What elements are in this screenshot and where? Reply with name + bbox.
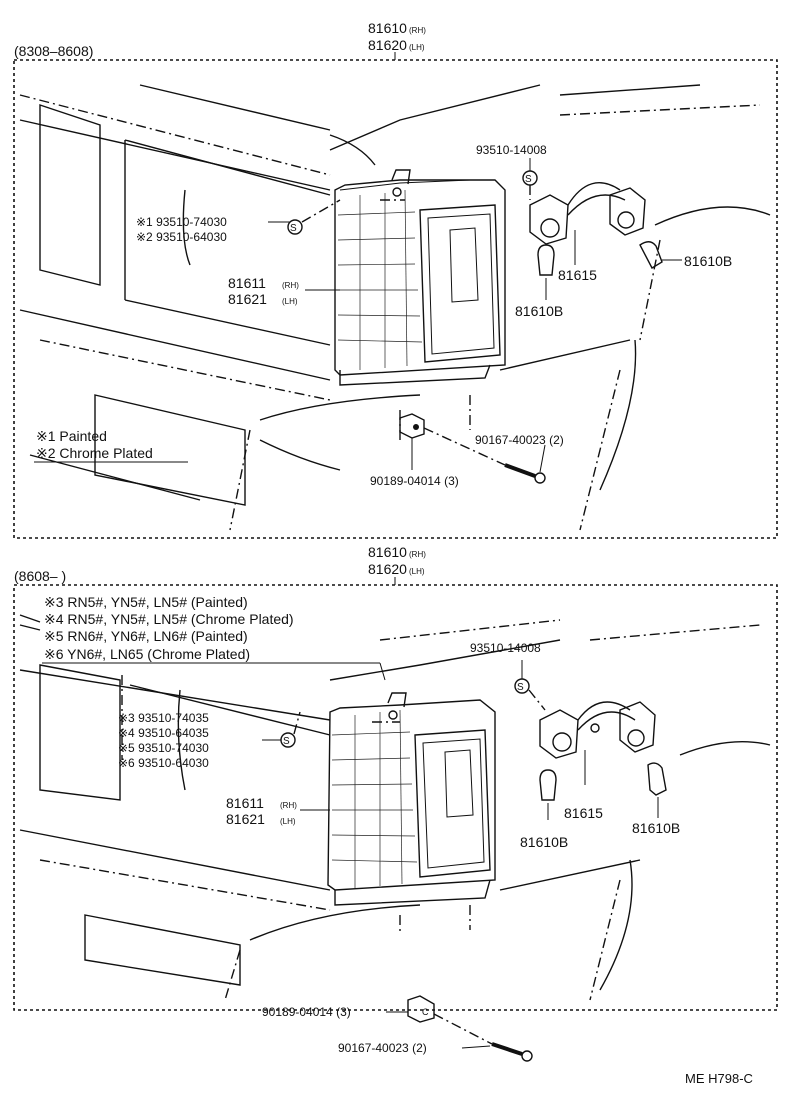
svg-text:※3 93510-74035: ※3 93510-74035	[118, 711, 209, 725]
bottom-screw-marker-left: S	[262, 711, 301, 748]
top-screw-no: 93510-14008	[476, 143, 547, 157]
svg-text:C: C	[422, 1007, 429, 1017]
top-socket-no: 81615	[558, 267, 597, 283]
bottom-bolt	[433, 1013, 533, 1062]
svg-text:※4 93510-64035: ※4 93510-64035	[118, 726, 209, 740]
top-assembly-label: 81610 (RH) 81620 (LH)	[368, 20, 426, 60]
svg-text:S: S	[517, 682, 524, 693]
svg-text:81620: 81620	[368, 561, 407, 577]
bottom-bulb-right	[647, 762, 667, 818]
bottom-corner-lamp	[327, 692, 496, 906]
bottom-bulb-left	[539, 769, 557, 820]
bottom-assembly-label: 81610 (RH) 81620 (LH)	[368, 544, 426, 585]
top-bolt-no: 90167-40023 (2)	[475, 433, 564, 447]
bottom-bulb-no-a: 81610B	[520, 834, 568, 850]
svg-text:81610: 81610	[368, 544, 407, 560]
svg-text:(LH): (LH)	[282, 297, 298, 306]
top-nut	[399, 413, 425, 470]
bottom-bulb-no-b: 81610B	[632, 820, 680, 836]
bottom-socket-no: 81615	[564, 805, 603, 821]
svg-text:※2 Chrome Plated: ※2 Chrome Plated	[36, 445, 153, 461]
top-body-lines	[19, 84, 771, 531]
bottom-lens-label: 81611 (RH) 81621 (LH)	[226, 795, 297, 827]
bottom-note-list: ※3 93510-74035 ※4 93510-64035 ※5 93510-7…	[118, 711, 209, 770]
top-lens-label: 81611 (RH) 81621 (LH)	[228, 275, 299, 307]
svg-text:※1 Painted: ※1 Painted	[36, 428, 107, 444]
top-bulb-no-b: 81610B	[684, 253, 732, 269]
top-panel: (8308–8608) 81610 (RH) 81620 (LH)	[13, 20, 778, 539]
top-bolt	[423, 427, 546, 484]
svg-text:81610: 81610	[368, 20, 407, 36]
top-nut-no: 90189-04014 (3)	[370, 474, 459, 488]
svg-text:※6 YN6#, LN65 (Chrome Plated): ※6 YN6#, LN65 (Chrome Plated)	[44, 646, 250, 662]
bottom-bolt-no: 90167-40023 (2)	[338, 1041, 427, 1055]
svg-text:※5 RN6#, YN6#, LN6# (Painted): ※5 RN6#, YN6#, LN6# (Painted)	[44, 628, 248, 644]
top-corner-lamp	[334, 169, 506, 386]
top-legend: ※1 Painted ※2 Chrome Plated	[34, 428, 188, 463]
svg-text:※4 RN5#, YN5#, LN5# (Chrome Pl: ※4 RN5#, YN5#, LN5# (Chrome Plated)	[44, 611, 294, 627]
svg-text:S: S	[283, 736, 290, 747]
top-bulb-no-a: 81610B	[515, 303, 563, 319]
bottom-nut-no: 90189-04014 (3)	[262, 1005, 351, 1019]
svg-text:(RH): (RH)	[409, 550, 426, 559]
svg-text:(RH): (RH)	[280, 801, 297, 810]
svg-text:S: S	[290, 223, 297, 234]
top-bulb-right	[639, 241, 682, 269]
svg-text:※5 93510-74030: ※5 93510-74030	[118, 741, 209, 755]
top-socket-assembly	[529, 182, 646, 265]
svg-text:81620: 81620	[368, 37, 407, 53]
bottom-socket-assembly	[539, 701, 656, 785]
bottom-nut: C	[386, 995, 435, 1023]
top-date-range: (8308–8608)	[14, 43, 93, 59]
bottom-screw-no: 93510-14008	[470, 641, 541, 655]
svg-text:(LH): (LH)	[409, 567, 425, 576]
top-bulb-left	[537, 244, 555, 300]
bottom-screw-marker-right: S	[514, 660, 546, 711]
top-screw-marker-left: S	[287, 199, 341, 235]
top-frame	[13, 59, 778, 539]
svg-text:S: S	[525, 174, 532, 185]
bottom-legend: ※3 RN5#, YN5#, LN5# (Painted) ※4 RN5#, Y…	[42, 594, 386, 681]
top-note1-no: ※1 93510-74030	[136, 215, 227, 229]
bottom-panel: (8608– ) 81610 (RH) 81620 (LH) ※3 RN5#, …	[13, 544, 778, 1062]
figure-code: ME H798-C	[685, 1071, 753, 1086]
svg-text:81611: 81611	[226, 795, 264, 811]
svg-text:81611: 81611	[228, 275, 266, 291]
svg-text:(LH): (LH)	[409, 43, 425, 52]
svg-text:(RH): (RH)	[282, 281, 299, 290]
svg-text:※3 RN5#, YN5#, LN5# (Painted): ※3 RN5#, YN5#, LN5# (Painted)	[44, 594, 248, 610]
top-note2-no: ※2 93510-64030	[136, 230, 227, 244]
svg-text:※6 93510-64030: ※6 93510-64030	[118, 756, 209, 770]
bottom-date-range: (8608– )	[14, 568, 66, 584]
svg-text:(RH): (RH)	[409, 26, 426, 35]
top-screw-marker-right: S	[522, 170, 538, 200]
svg-text:81621: 81621	[226, 811, 265, 827]
svg-text:81621: 81621	[228, 291, 267, 307]
svg-text:(LH): (LH)	[280, 817, 296, 826]
